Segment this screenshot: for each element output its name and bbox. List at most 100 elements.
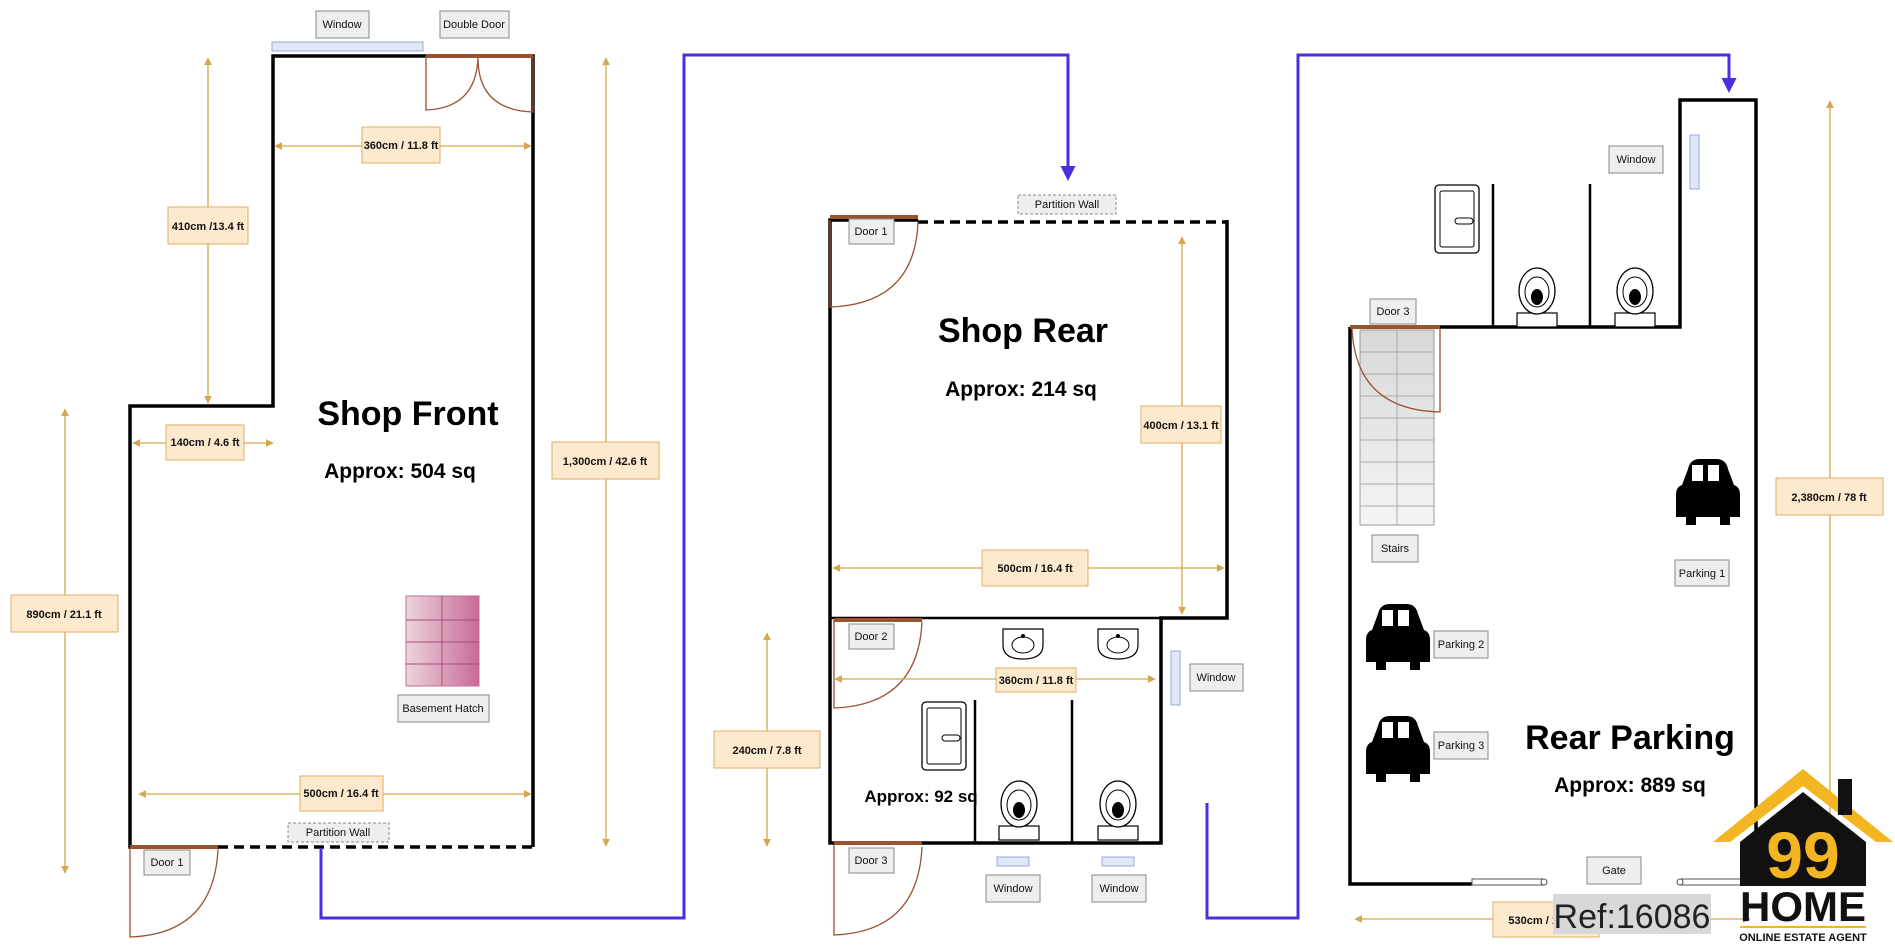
door-3-label: Door 3 xyxy=(1376,306,1409,318)
dimension-label: 1,300cm / 42.6 ft xyxy=(563,456,648,468)
window-label: Window xyxy=(1099,883,1138,895)
dimension-label: 360cm / 11.8 ft xyxy=(364,140,439,152)
toilet-icon xyxy=(1097,780,1139,841)
shop-front-title: Shop Front xyxy=(317,395,498,433)
door-2-label: Door 2 xyxy=(854,631,887,643)
tag-box xyxy=(1674,559,1730,587)
door-3-swing xyxy=(833,845,923,936)
dimension-labels: 360cm / 11.8 ft 410cm /13.4 ft 140cm / 4… xyxy=(10,126,1884,938)
route-arrow xyxy=(319,53,1076,920)
toilet-icon xyxy=(1614,267,1656,328)
dimension-box xyxy=(551,441,660,480)
dimension-box xyxy=(713,730,821,769)
partition-wall-label: Partition Wall xyxy=(306,827,370,839)
logo-name: HOME xyxy=(1740,883,1866,930)
door-3-label: Door 3 xyxy=(854,855,887,867)
double-door-label: Double Door xyxy=(443,19,505,31)
dimension-box xyxy=(299,775,384,812)
logo-number: 99 xyxy=(1766,818,1839,892)
dimension-label: 400cm / 13.1 ft xyxy=(1143,420,1219,432)
logo-tagline: ONLINE ESTATE AGENT xyxy=(1739,932,1867,944)
toilet-icon xyxy=(1516,267,1558,328)
tag-box xyxy=(1586,856,1642,885)
dimension-label: 500cm / 16.4 ft xyxy=(997,563,1073,575)
dimension-label: 890cm / 21.1 ft xyxy=(26,609,102,621)
dimension-label: 140cm / 4.6 ft xyxy=(170,437,239,449)
dimension-label: 410cm /13.4 ft xyxy=(172,221,244,233)
tag-box xyxy=(315,10,370,39)
reference-number: Ref:16086 xyxy=(1554,898,1711,936)
rear-parking-walls xyxy=(1348,327,1472,886)
tag-box xyxy=(1433,731,1489,760)
rear-parking-area: Approx: 889 sq xyxy=(1554,774,1706,797)
parking-1-label: Parking 1 xyxy=(1679,568,1725,580)
dimension-box xyxy=(981,549,1089,587)
tag-box xyxy=(1017,194,1117,215)
window-marker xyxy=(271,41,424,52)
window-label: Window xyxy=(322,19,361,31)
tag-box xyxy=(848,847,895,874)
toilet-icon xyxy=(998,780,1040,841)
route-arrows xyxy=(319,53,1737,920)
sink-icon xyxy=(1002,628,1044,660)
window-marker xyxy=(1101,856,1135,867)
toilet-area: Approx: 92 sq xyxy=(864,787,977,806)
window-label: Window xyxy=(1616,154,1655,166)
car-icon xyxy=(1676,459,1740,525)
tag-box xyxy=(1371,534,1419,563)
tag-box xyxy=(985,874,1041,903)
tag-box xyxy=(1369,298,1417,325)
door-1-swing xyxy=(829,220,919,308)
dimension-label: 500cm / 16.4 ft xyxy=(303,788,379,800)
stairs-label: Stairs xyxy=(1381,543,1410,555)
car-icon xyxy=(1366,716,1430,782)
parking-3-label: Parking 3 xyxy=(1438,740,1484,752)
tag-box xyxy=(848,218,895,245)
rear-parking-plan: Rear Parking Approx: 889 sq xyxy=(1348,98,1758,886)
reference-box xyxy=(1553,894,1711,934)
parking-2-label: Parking 2 xyxy=(1438,639,1484,651)
shop-rear-area: Approx: 214 sq xyxy=(945,378,1097,401)
double-door-swing xyxy=(477,56,534,113)
route-arrow xyxy=(1205,53,1737,920)
window-label: Window xyxy=(993,883,1032,895)
dimension-box xyxy=(995,667,1077,693)
tag-box xyxy=(397,694,490,723)
shop-front-plan: Shop Front Approx: 504 sq xyxy=(128,41,535,938)
brand-logo: 99 HOME ONLINE ESTATE AGENT xyxy=(1713,769,1893,944)
basement-hatch-label: Basement Hatch xyxy=(402,703,483,715)
door-1-label: Door 1 xyxy=(854,226,887,238)
tag-labels: Window Double Door Door 1 Partition Wall… xyxy=(143,10,1730,903)
dimension-box xyxy=(361,126,441,164)
window-marker xyxy=(1689,134,1700,190)
dimension-box xyxy=(1140,405,1222,444)
door-1-swing xyxy=(129,847,219,938)
shop-front-area: Approx: 504 sq xyxy=(324,460,476,483)
logo-chimney xyxy=(1838,779,1852,815)
dimension-box xyxy=(167,206,249,245)
gate-label: Gate xyxy=(1602,865,1626,877)
door-1-label: Door 1 xyxy=(150,857,183,869)
logo-roof xyxy=(1713,769,1893,842)
tag-box xyxy=(287,822,390,843)
window-label: Window xyxy=(1196,672,1235,684)
shower-icon xyxy=(1434,184,1480,254)
dimension-label: 2,380cm / 78 ft xyxy=(1791,492,1867,504)
gate-symbol xyxy=(1471,878,1746,886)
partition-wall-label: Partition Wall xyxy=(1035,199,1099,211)
double-door-swing xyxy=(425,56,479,111)
tag-box xyxy=(1189,663,1244,692)
window-marker xyxy=(1170,650,1181,706)
dimension-label: 240cm / 7.8 ft xyxy=(732,745,801,757)
shop-rear-plan: Shop Rear Approx: 214 sq Approx: 92 sq xyxy=(828,215,1229,936)
window-marker xyxy=(996,856,1030,867)
dimension-box xyxy=(1775,477,1884,516)
tag-box xyxy=(1091,874,1147,903)
dimension-label: 360cm / 11.8 ft xyxy=(999,675,1074,687)
basement-hatch-symbol xyxy=(405,595,480,687)
tag-box xyxy=(848,623,895,650)
dimension-box xyxy=(165,424,245,461)
tag-box xyxy=(1433,630,1489,659)
tag-box xyxy=(143,849,191,876)
